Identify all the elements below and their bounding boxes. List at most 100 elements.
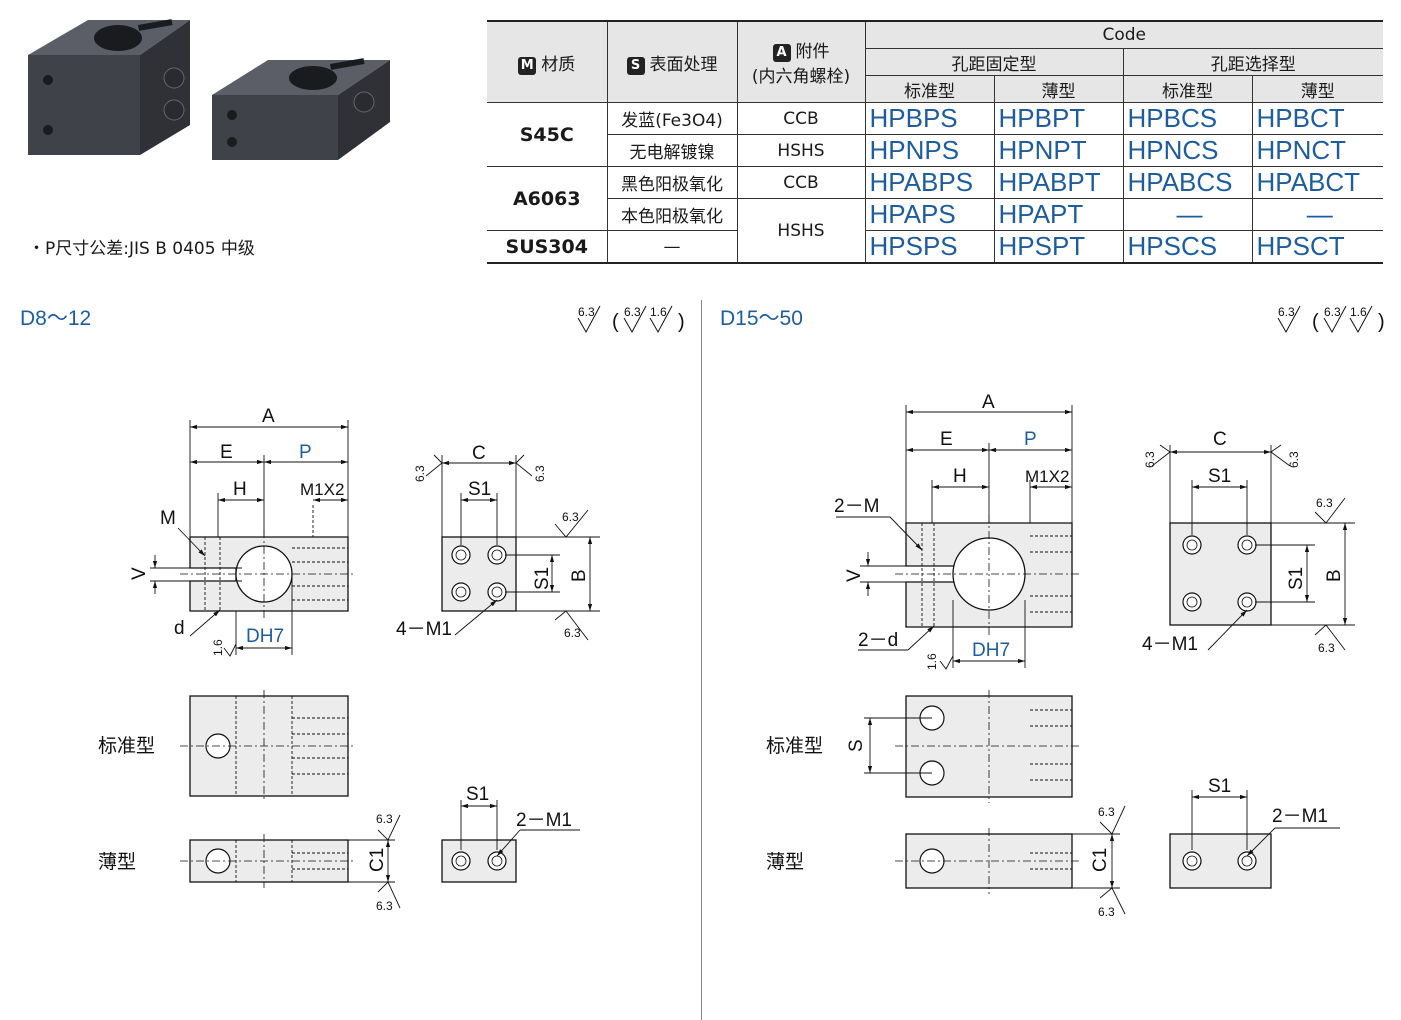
holes-2-M1-right: 2－M1	[1272, 806, 1328, 827]
dim-2d-right: 2－d	[858, 630, 898, 651]
accessory-cell: CCB	[736, 166, 866, 199]
code-cell: —	[1251, 198, 1383, 231]
tolerance-note: ・P尺寸公差:JIS B 0405 中级	[28, 239, 255, 259]
svg-text:6.3: 6.3	[1143, 451, 1157, 468]
header-standard-2: 标准型	[1122, 75, 1253, 103]
header-fixed-pitch: 孔距固定型	[865, 48, 1124, 76]
code-cell: HPBCT	[1251, 102, 1383, 135]
table-row: A6063 黑色阳极氧化 CCB HPABPS HPABPT HPABCS HP…	[487, 166, 1383, 231]
dim-thin-S1-right: S1	[1208, 776, 1231, 797]
code-cell: HPABCT	[1251, 166, 1383, 199]
dim-DH7: DH7	[246, 626, 284, 647]
right-standard-label: 标准型	[766, 735, 823, 757]
left-section-title: D8～12	[20, 307, 92, 330]
table-row: 无电解镀镍 HSHS HPNPS HPNPT HPNCS HPNCT	[487, 134, 1383, 167]
surface-cell: 发蓝(Fe3O4)	[606, 102, 738, 135]
left-thin-view: C1 6.3 6.3	[180, 812, 401, 913]
code-cell: HPAPT	[993, 198, 1124, 231]
svg-text:6.3: 6.3	[376, 899, 393, 913]
svg-text:6.3: 6.3	[1098, 905, 1115, 919]
right-thin-side-view: S1 2－M1	[1169, 776, 1340, 889]
svg-text:6.3: 6.3	[1098, 805, 1115, 819]
code-cell: HPBPT	[993, 102, 1124, 135]
accessory-cell: HSHS	[736, 134, 866, 167]
svg-text:): )	[678, 311, 685, 333]
right-standard-view: S	[846, 690, 1080, 803]
svg-text:6.3: 6.3	[376, 812, 393, 826]
table-row: 本色阳极氧化 HSHS HPAPS HPAPT — —	[487, 198, 1383, 264]
svg-text:1.6: 1.6	[1350, 305, 1367, 319]
header-standard: 标准型	[865, 75, 995, 103]
svg-text:6.3: 6.3	[1316, 496, 1333, 510]
right-section-title: D15～50	[720, 307, 803, 330]
header-thin: 薄型	[993, 75, 1124, 103]
dim-S-right: S	[846, 739, 867, 752]
material-cell: A6063	[487, 166, 608, 231]
material-cell: S45C	[487, 102, 608, 167]
code-cell: HPAPS	[864, 198, 995, 231]
header-select-pitch: 孔距选择型	[1122, 48, 1383, 76]
product-photo	[28, 19, 390, 160]
left-standard-view	[180, 690, 355, 802]
svg-text:(: (	[612, 311, 619, 333]
code-cell: HPSPS	[864, 230, 995, 264]
dim-M: M	[160, 508, 176, 529]
dim-B: B	[569, 569, 590, 582]
svg-text:6.3: 6.3	[578, 305, 595, 319]
code-cell: HPNCS	[1122, 134, 1253, 167]
left-standard-label: 标准型	[98, 735, 155, 757]
dim-V-right: V	[844, 569, 865, 582]
left-side-view: C S1 S1 B 4－M1 6.3 6.3 6.3 6.3	[396, 443, 600, 641]
svg-text:6.3: 6.3	[413, 465, 427, 482]
dim-V: V	[129, 567, 150, 580]
header-code: Code	[864, 20, 1383, 49]
holes-2-M1: 2－M1	[516, 810, 572, 831]
dim-C-right: C	[1213, 429, 1227, 450]
svg-text:6.3: 6.3	[624, 305, 641, 319]
dim-P-right: P	[1024, 429, 1037, 450]
dim-C1: C1	[367, 848, 388, 872]
left-thin-label: 薄型	[98, 851, 136, 873]
right-side-view: C S1 S1 B 4－M1 6.3 6.3 6.3 6.3	[1142, 429, 1355, 655]
table-row: SUS304 — HPSPS HPSPT HPSCS HPSCT	[487, 230, 1383, 264]
code-cell: HPSCS	[1122, 230, 1253, 264]
roughness-symbol-left: 6.3 6.3 1.6 ( )	[577, 305, 685, 334]
roughness-1-6: 1.6	[211, 639, 225, 656]
dim-M1x2-right: M1X2	[1025, 467, 1069, 486]
code-cell: HPABPS	[864, 166, 995, 199]
right-thin-view: C1 6.3 6.3	[895, 805, 1126, 919]
dim-E: E	[220, 442, 233, 463]
left-front-view: A E P H M1X2 M V d DH7 1.6	[129, 406, 355, 657]
svg-text:6.3: 6.3	[1318, 641, 1335, 655]
dim-A-right: A	[982, 392, 995, 413]
code-cell: HPNCT	[1251, 134, 1383, 167]
svg-text:1.6: 1.6	[925, 653, 939, 670]
section-divider	[701, 300, 702, 1020]
dim-2M-right: 2－M	[834, 496, 879, 517]
dim-C: C	[472, 443, 486, 464]
surface-cell: 无电解镀镍	[607, 134, 738, 167]
dim-A: A	[262, 406, 275, 427]
code-cell: —	[1122, 198, 1253, 231]
dim-C1-right: C1	[1090, 848, 1111, 872]
surface-cell: 黑色阳极氧化	[606, 166, 738, 199]
dim-S1-right: S1	[1208, 466, 1231, 487]
dim-DH7-right: DH7	[972, 640, 1010, 661]
dim-S1: S1	[468, 479, 491, 500]
svg-text:6.3: 6.3	[1278, 305, 1295, 319]
svg-text:6.3: 6.3	[533, 465, 547, 482]
surface-cell: 本色阳极氧化	[607, 198, 738, 231]
surface-cell: —	[606, 230, 738, 264]
svg-text:6.3: 6.3	[1324, 305, 1341, 319]
code-cell: HPBCS	[1122, 102, 1253, 135]
holes-4-M1-right: 4－M1	[1142, 634, 1198, 655]
header-thin-2: 薄型	[1251, 75, 1383, 103]
dim-thin-S1: S1	[466, 784, 489, 805]
accessory-cell: HSHS	[736, 198, 866, 264]
roughness-symbol-right: 6.3 6.3 1.6 ( )	[1277, 305, 1385, 334]
svg-text:6.3: 6.3	[562, 510, 579, 524]
